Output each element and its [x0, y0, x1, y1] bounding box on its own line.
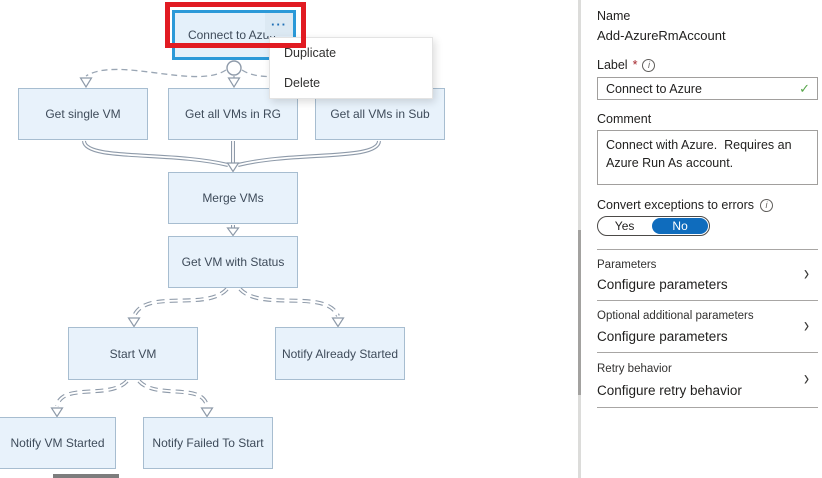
chevron-right-icon[interactable]: ›	[803, 262, 810, 285]
label-label: Label	[597, 58, 628, 72]
node-notify-failed-to-start[interactable]: Notify Failed To Start	[143, 417, 273, 469]
divider	[597, 300, 818, 301]
toggle-yes-option[interactable]: Yes	[614, 219, 635, 233]
toggle-no-option-selected[interactable]: No	[652, 218, 708, 234]
divider	[597, 249, 818, 250]
configure-parameters-link[interactable]: Configure parameters	[597, 277, 728, 292]
comment-textarea[interactable]: Connect with Azure. Requires an Azure Ru…	[597, 130, 818, 185]
divider	[597, 352, 818, 353]
node-context-menu: Duplicate Delete	[269, 37, 433, 99]
node-start-vm[interactable]: Start VM	[68, 327, 198, 380]
retry-behavior-section-title: Retry behavior	[597, 363, 672, 375]
activity-properties-panel: Name Add-AzureRmAccount Label * i ✓ Comm…	[581, 0, 822, 478]
configure-optional-parameters-link[interactable]: Configure parameters	[597, 329, 728, 344]
required-asterisk: *	[632, 58, 638, 72]
node-get-vm-with-status[interactable]: Get VM with Status	[168, 236, 298, 288]
chevron-right-icon[interactable]: ›	[803, 367, 810, 390]
node-notify-already-started[interactable]: Notify Already Started	[275, 327, 405, 380]
horizontal-scrollbar-thumb[interactable]	[53, 474, 119, 478]
node-label: Get all VMs in Sub	[330, 107, 430, 121]
node-get-single-vm[interactable]: Get single VM	[18, 88, 148, 140]
convert-exceptions-label: Convert exceptions to errors	[597, 198, 755, 212]
convert-exceptions-toggle: Yes No	[597, 216, 710, 236]
label-field-row: Label * i	[597, 58, 656, 72]
chevron-right-icon[interactable]: ›	[803, 314, 810, 337]
node-label: Merge VMs	[202, 191, 264, 205]
node-label: Notify Already Started	[281, 346, 399, 361]
name-value: Add-AzureRmAccount	[597, 28, 726, 43]
node-label: Start VM	[109, 346, 157, 361]
label-input-wrapper: ✓	[597, 77, 818, 100]
comment-label: Comment	[597, 112, 652, 126]
optional-parameters-section-title: Optional additional parameters	[597, 310, 754, 322]
menu-item-delete[interactable]: Delete	[284, 76, 321, 90]
parameters-section-title: Parameters	[597, 259, 657, 271]
node-notify-vm-started[interactable]: Notify VM Started	[0, 417, 116, 469]
output-port-circle	[226, 60, 242, 76]
node-merge-vms[interactable]: Merge VMs	[168, 172, 298, 224]
name-label: Name	[597, 9, 631, 23]
info-icon[interactable]: i	[760, 198, 774, 212]
divider	[597, 407, 818, 408]
menu-item-duplicate[interactable]: Duplicate	[284, 46, 337, 60]
vertical-scrollbar-thumb[interactable]	[578, 230, 581, 395]
valid-check-icon: ✓	[799, 80, 810, 96]
node-label: Connect to Azure	[187, 28, 281, 42]
node-label: Notify VM Started	[10, 436, 105, 450]
label-input[interactable]	[598, 81, 800, 96]
convert-exceptions-row: Convert exceptions to errors i	[597, 198, 774, 212]
runbook-canvas: Connect to Azure ··· Get single VM Get a…	[0, 2, 445, 469]
node-label: Get all VMs in RG	[184, 107, 282, 121]
node-options-ellipsis-icon[interactable]: ···	[265, 13, 293, 36]
node-label: Notify Failed To Start	[152, 436, 264, 450]
node-label: Get single VM	[45, 107, 121, 121]
node-label: Get VM with Status	[181, 255, 285, 269]
info-icon[interactable]: i	[642, 58, 656, 72]
configure-retry-behavior-link[interactable]: Configure retry behavior	[597, 383, 742, 398]
